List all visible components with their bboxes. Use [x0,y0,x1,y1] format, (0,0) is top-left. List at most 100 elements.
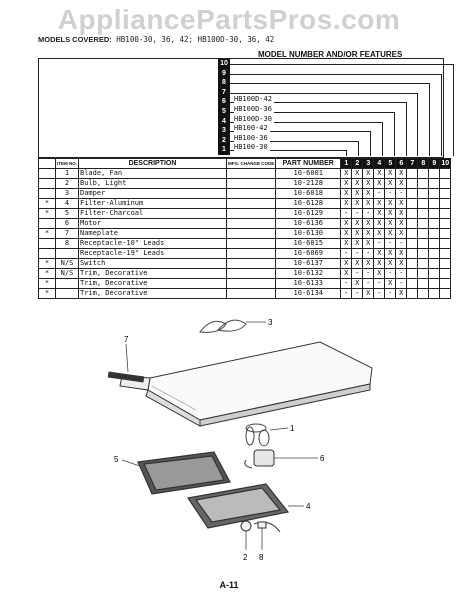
model-fit-cell: X [373,228,386,239]
model-fit-cell [428,198,441,209]
mfg-change-code [225,218,277,229]
watermark: AppliancePartsPros.com [57,4,401,35]
model-fit-cell: X [351,238,364,249]
model-fit-cell [417,218,430,229]
star-mark [38,178,56,189]
description: Filter-Aluminum [78,198,227,209]
model-fit-cell [439,168,452,179]
model-fit-cell [406,178,419,189]
model-fit-cell: X [384,228,397,239]
features-header: MODEL NUMBER AND/OR FEATURES [258,50,403,59]
part-number: 10-6132 [275,268,342,279]
model-name: HB100D-36 [234,105,274,113]
model-fit-cell: X [351,178,364,189]
col-num: 9 [428,158,441,169]
callout-4: 4 [306,502,311,511]
description: Receptacle-19" Leads [78,248,227,259]
item-number: 3 [55,188,79,199]
model-fit-cell: X [373,208,386,219]
model-fit-cell [417,228,430,239]
leader-line [230,64,454,65]
col-num: 3 [362,158,375,169]
description: Damper [78,188,227,199]
model-fit-cell [428,278,441,289]
model-fit-cell [417,188,430,199]
model-fit-cell [417,288,430,299]
models-covered: MODELS COVERED: HB100-30, 36, 42; HB100D… [38,35,274,44]
star-mark: * [38,198,56,209]
model-fit-cell [417,208,430,219]
col-num: 2 [351,158,364,169]
leader-line [405,102,407,156]
description: Trim, Decorative [78,268,227,279]
part-number: 10-6137 [275,258,342,269]
col-num: 8 [417,158,430,169]
model-fit-cell: - [373,188,386,199]
model-key-box [38,58,444,158]
model-fit-cell: - [340,208,353,219]
item-header: ITEM NO. [55,158,79,169]
item-number: N/S [55,268,79,279]
model-fit-cell: - [395,278,408,289]
mfg-change-code [225,188,277,199]
description: Switch [78,258,227,269]
model-fit-cell: X [395,208,408,219]
part-number: 10-6015 [275,238,342,249]
item-number [55,288,79,299]
leader-line [230,92,418,94]
model-fit-cell: X [340,198,353,209]
model-fit-cell: - [373,288,386,299]
model-fit-cell [406,278,419,289]
leader-line [230,102,406,104]
model-fit-cell: X [384,278,397,289]
model-fit-cell: - [362,248,375,259]
item-number: 5 [55,208,79,219]
description: Motor [78,218,227,229]
model-fit-cell: - [340,248,353,259]
model-fit-cell: X [351,258,364,269]
mfg-change-code [225,258,277,269]
model-fit-cell [428,208,441,219]
model-fit-cell: X [384,218,397,229]
model-fit-cell: X [362,188,375,199]
model-fit-cell: X [362,228,375,239]
model-index-6: 6 [218,97,230,108]
leader-line [429,83,431,156]
model-fit-cell: - [395,268,408,279]
part-number: 10-2128 [275,178,342,189]
model-fit-cell: X [351,188,364,199]
model-fit-cell [406,208,419,219]
model-fit-cell [439,288,452,299]
description: Nameplate [78,228,227,239]
callout-8: 8 [259,553,264,562]
model-fit-cell: - [340,278,353,289]
star-mark [38,188,56,199]
star-mark [38,248,56,259]
model-fit-cell: X [384,258,397,269]
model-fit-cell [439,198,452,209]
col-num: 4 [373,158,386,169]
mfg-change-code [225,268,277,279]
part-number: 10-6133 [275,278,342,289]
model-fit-cell [417,268,430,279]
model-fit-cell [439,218,452,229]
model-fit-cell [406,198,419,209]
leader-line [381,121,383,156]
mfg-change-code [225,168,277,179]
item-number [55,278,79,289]
description: Trim, Decorative [78,278,227,289]
description: Bulb, Light [78,178,227,189]
model-fit-cell [428,228,441,239]
model-fit-cell: X [340,238,353,249]
model-index-9: 9 [218,68,230,79]
mfg-change-code [225,178,277,189]
star-mark: * [38,258,56,269]
model-index-5: 5 [218,107,230,117]
model-fit-cell: - [373,278,386,289]
model-fit-cell [417,238,430,249]
